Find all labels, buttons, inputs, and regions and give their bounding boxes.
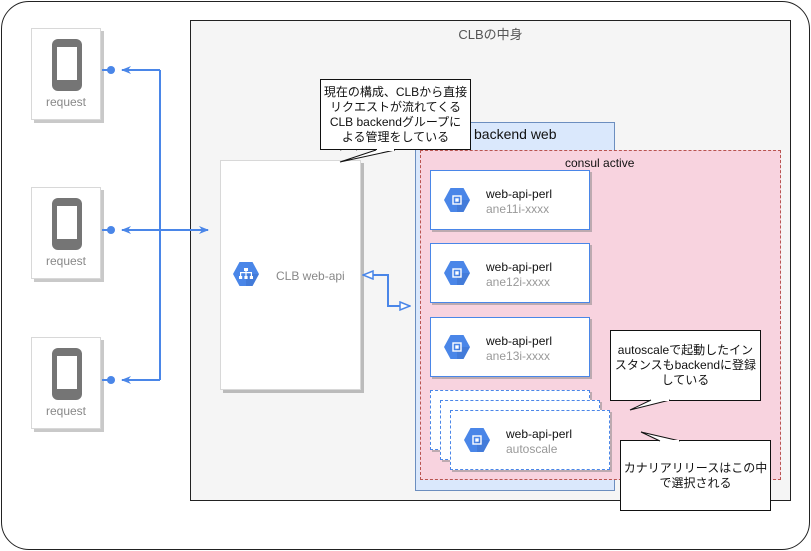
request-1-port: [107, 66, 115, 74]
request-label: request: [45, 254, 87, 268]
clb-group-title: CLBの中身: [458, 27, 523, 42]
request-node[interactable]: request: [31, 187, 101, 279]
request-label: request: [45, 404, 87, 418]
instance-name: web-api-perl: [486, 187, 553, 201]
callout-line: よる管理をしている: [341, 129, 450, 144]
callout-line: 現在の構成、CLBから直接: [323, 84, 468, 99]
callout-line: スタンスもbackendに登録: [614, 358, 757, 372]
callout-canary: カナリアリリースはこの中 で選択される: [620, 440, 771, 511]
compute-engine-icon: [444, 188, 470, 212]
arrow-to-backend: [375, 274, 410, 306]
smartphone-icon: [52, 39, 82, 91]
request-node[interactable]: request: [31, 337, 101, 429]
callout-line: カナリアリリースはこの中: [623, 460, 768, 475]
load-balancer-label: CLB web-api: [276, 269, 345, 283]
instance-name: web-api-perl: [486, 334, 553, 348]
smartphone-icon: [52, 348, 82, 400]
callout-line: で選択される: [659, 475, 732, 490]
instance-name: web-api-perl: [486, 260, 553, 274]
instance-node[interactable]: web-api-perl ane12i-xxxx: [430, 243, 590, 303]
callout-line: autoscaleで起動したイン: [617, 343, 754, 357]
consul-active-title: consul active: [565, 156, 635, 170]
instance-id: autoscale: [506, 442, 558, 456]
callout-line: している: [661, 373, 710, 387]
request-label: request: [45, 95, 87, 109]
callout-line: CLB backendグループに: [329, 114, 462, 129]
autoscale-instance-node[interactable]: web-api-perl autoscale: [450, 410, 610, 470]
load-balancer-icon: [233, 262, 259, 286]
compute-engine-icon: [464, 428, 490, 452]
instance-id: ane12i-xxxx: [486, 275, 551, 289]
compute-engine-icon: [444, 261, 470, 285]
callout-autoscale: autoscaleで起動したイン スタンスもbackendに登録 している: [610, 330, 761, 401]
request-node[interactable]: request: [31, 28, 101, 120]
callout-line: リクエストが流れてくる: [329, 99, 462, 114]
request-3-port: [107, 376, 115, 384]
instance-name: web-api-perl: [506, 427, 573, 441]
smartphone-icon: [52, 198, 82, 250]
compute-engine-icon: [444, 335, 470, 359]
instance-node[interactable]: web-api-perl ane13i-xxxx: [430, 317, 590, 377]
callout-current-config: 現在の構成、CLBから直接 リクエストが流れてくる CLB backendグルー…: [320, 79, 471, 150]
instance-node[interactable]: web-api-perl ane11i-xxxx: [430, 170, 590, 230]
instance-id: ane13i-xxxx: [486, 349, 551, 363]
instance-id: ane11i-xxxx: [486, 202, 550, 216]
backend-web-title: backend web: [474, 126, 557, 142]
request-2-port: [107, 226, 115, 234]
